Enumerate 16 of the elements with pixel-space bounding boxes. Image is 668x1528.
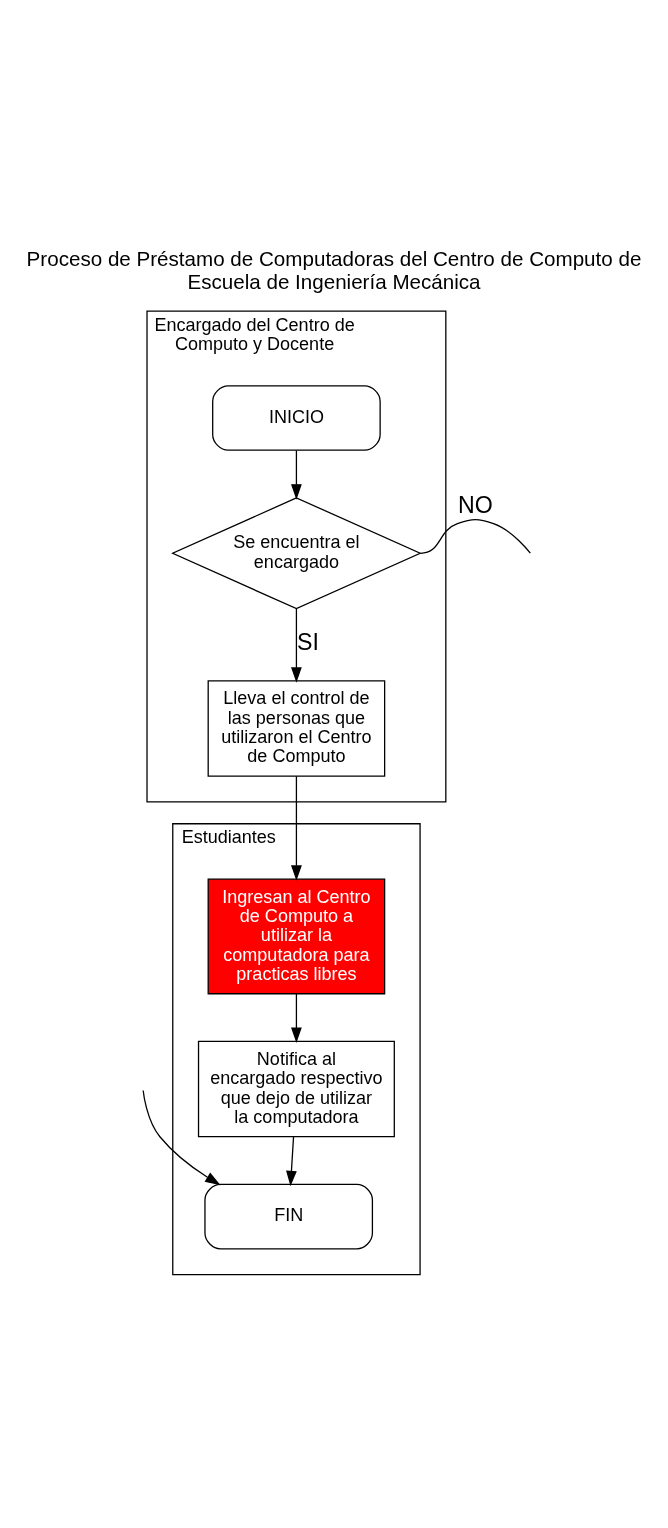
node-box: Lleva el control de las personas que utilizaron el Centro de Computo (207, 679, 386, 777)
edge-label: NO (458, 491, 493, 518)
node-box: Ingresan al Centro de Computo a utilizar la computadora para practicas libres (207, 878, 386, 994)
node-diamond: Se encuentra el encargado (171, 496, 422, 609)
arrow (291, 449, 302, 500)
arrow (142, 1089, 221, 1185)
arrow (291, 607, 302, 683)
connector (419, 518, 531, 554)
arrow (291, 992, 302, 1043)
node-box: FIN (204, 1183, 374, 1249)
node-box: INICIO (212, 384, 381, 451)
node-box: Notifica al encargado respectivo que dejo de utilizar la computadora (197, 1040, 395, 1137)
arrow (291, 775, 302, 881)
edge-label: SI (297, 628, 319, 655)
diagram-title: Proceso de Préstamo de Computadoras del Centro de Computo de Escuela de Ingeniería Mecánica (26, 246, 642, 293)
arrow (286, 1135, 297, 1186)
